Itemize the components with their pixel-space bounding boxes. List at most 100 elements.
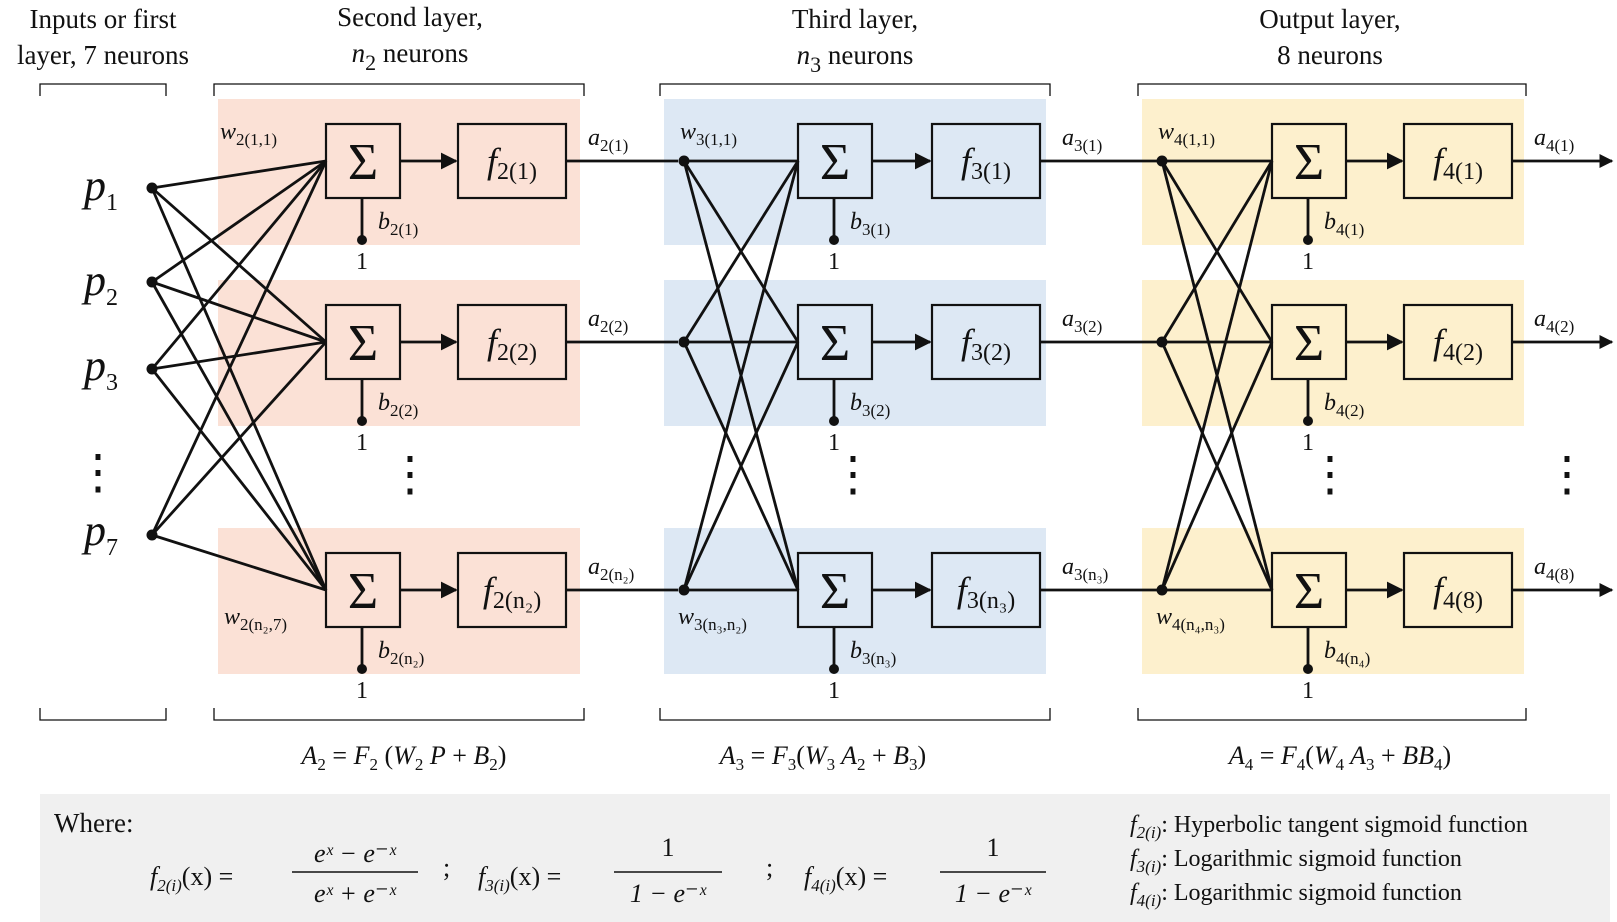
bias-label: b2(2) <box>378 390 418 420</box>
sigma-symbol: Σ <box>1294 134 1324 191</box>
output-bottom-bracket <box>1137 708 1527 721</box>
second-top-bracket <box>213 83 585 96</box>
f2-numerator: eˣ − e⁻ˣ <box>314 839 397 868</box>
layer3-weight-3-1 <box>682 160 800 591</box>
layer3-input-node-2 <box>678 336 690 348</box>
weight-p4-to-n3 <box>151 533 327 592</box>
bias-node <box>1303 235 1313 245</box>
bias-label: b3(2) <box>850 390 890 420</box>
bias-one-label: 1 <box>828 678 840 704</box>
bias-one-label: 1 <box>828 249 840 275</box>
sigma-symbol: Σ <box>820 563 850 620</box>
bias-one-label: 1 <box>1302 430 1314 456</box>
layer2-weight-label-bottom: w2(n₂,7) <box>224 604 287 634</box>
bias-label: b3(n₃) <box>850 638 896 668</box>
equation-a2: A2 = F2 (W2 P + B2) <box>300 741 507 774</box>
transfer-function-label: f2(n₂) <box>483 570 541 614</box>
output-layer-header-line2: 8 neurons <box>1277 40 1383 70</box>
bias-node <box>1303 664 1313 674</box>
output-ellipsis: ⋮ <box>1543 448 1591 501</box>
layer2-weight-label-top: w2(1,1) <box>220 119 277 149</box>
output-label: a2(n₂) <box>588 554 634 584</box>
third-layer-header-line1: Third layer, <box>792 4 918 34</box>
bias-one-label: 1 <box>356 430 368 456</box>
bias-one-label: 1 <box>356 678 368 704</box>
input-p7: p7 <box>81 506 118 561</box>
bias-label: b2(1) <box>378 209 418 239</box>
bias-node <box>829 416 839 426</box>
layer3-weight-2-1 <box>682 160 800 343</box>
separator-1: ; <box>443 853 450 882</box>
layer3-weight-label-bottom: w3(n₃,n₂) <box>678 604 747 634</box>
layer3-input-node-1 <box>678 155 690 167</box>
weight-p1-to-n1 <box>151 159 327 190</box>
weight-p4-to-n1 <box>150 160 328 536</box>
sigma-symbol: Σ <box>820 134 850 191</box>
f4-denominator: 1 − e⁻ˣ <box>955 879 1032 908</box>
layer2-ellipsis: ⋮ <box>386 448 434 501</box>
f2-definition-lhs: f2(i)(x) = <box>150 862 233 895</box>
transfer-function-label: f3(2) <box>961 322 1011 366</box>
output-label: a3(2) <box>1062 306 1102 336</box>
input-node-2 <box>146 276 158 288</box>
bias-one-label: 1 <box>1302 249 1314 275</box>
equation-a4: A4 = F4(W4 A3 + BB4) <box>1227 741 1451 774</box>
output-label: a4(1) <box>1534 125 1574 155</box>
weight-p2-to-n2 <box>151 280 327 344</box>
layer3-input-node-3 <box>678 584 690 596</box>
input-bottom-bracket <box>39 708 167 721</box>
input-header-line2: layer, 7 neurons <box>17 40 189 70</box>
input-p3: p3 <box>81 341 118 396</box>
layer3-ellipsis: ⋮ <box>829 448 877 501</box>
third-layer-header-line2: n3 neurons <box>797 40 914 77</box>
input-top-bracket <box>39 83 167 96</box>
bias-node <box>357 235 367 245</box>
weight-p3-to-n3 <box>150 368 328 591</box>
input-node-4 <box>146 529 158 541</box>
input-p2: p2 <box>81 256 118 311</box>
layer3-weight-label-top: w3(1,1) <box>680 119 737 149</box>
third-top-bracket <box>659 83 1051 96</box>
output-label: a2(2) <box>588 306 628 336</box>
input-node-1 <box>146 182 158 194</box>
where-box: Where: f2(i)(x) = eˣ − e⁻ˣ eˣ + e⁻ˣ ; f3… <box>40 794 1610 922</box>
sigma-symbol: Σ <box>820 315 850 372</box>
bias-node <box>1303 416 1313 426</box>
layer4-input-node-1 <box>1156 155 1168 167</box>
inputs: p1 p2 p3 p7 <box>81 161 118 561</box>
legend-f4: f4(i): Logarithmic sigmoid function <box>1130 880 1462 910</box>
sigma-symbol: Σ <box>348 315 378 372</box>
weight-connections <box>146 155 1274 596</box>
input-header-line1: Inputs or first <box>30 4 177 34</box>
sigma-symbol: Σ <box>348 134 378 191</box>
bias-label: b2(n₂) <box>378 638 424 668</box>
layer4-input-node-3 <box>1156 584 1168 596</box>
legend-f3: f3(i): Logarithmic sigmoid function <box>1130 846 1462 876</box>
where-box-background <box>40 794 1610 922</box>
legend-f2: f2(i): Hyperbolic tangent sigmoid functi… <box>1130 812 1528 842</box>
equation-a3: A3 = F3(W3 A2 + B3) <box>718 741 926 774</box>
weight-p3-to-n2 <box>151 340 327 371</box>
second-layer-header-line1: Second layer, <box>337 2 483 32</box>
output-label: a3(n₃) <box>1062 554 1108 584</box>
weight-p4-to-n2 <box>150 341 328 536</box>
transfer-function-label: f3(n₃) <box>957 570 1015 614</box>
bias-label: b4(2) <box>1324 390 1364 420</box>
output-label: a4(8) <box>1534 554 1574 584</box>
sigma-symbol: Σ <box>1294 315 1324 372</box>
bias-one-label: 1 <box>828 430 840 456</box>
weight-p3-to-n1 <box>150 160 328 370</box>
bias-label: b4(n₄) <box>1324 638 1370 668</box>
brackets <box>39 83 1527 721</box>
